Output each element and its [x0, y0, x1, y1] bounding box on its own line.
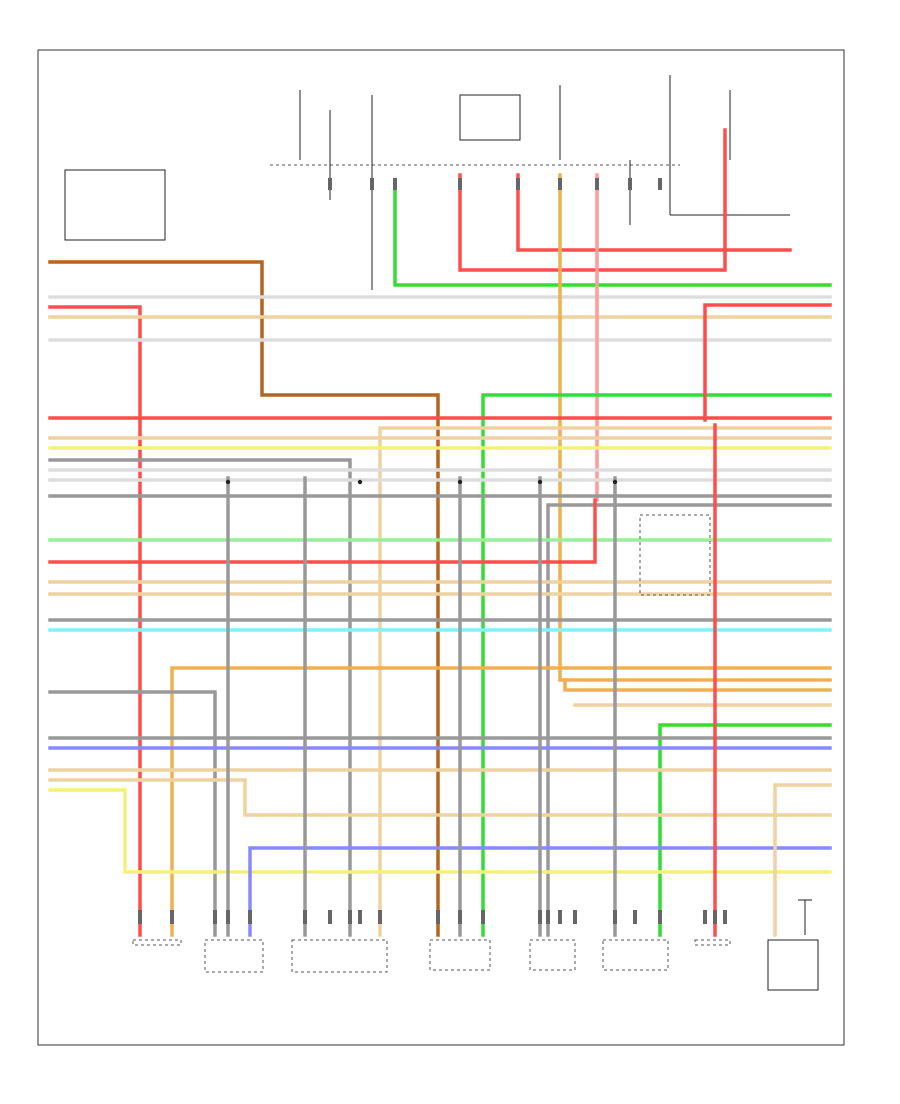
connector-pin-18	[633, 910, 637, 924]
wire-red-21	[48, 498, 597, 564]
connector-pin-2	[213, 910, 217, 924]
fuse-pin-8	[658, 178, 662, 190]
connector-pin-22	[723, 910, 727, 924]
connector-pin-20	[703, 910, 707, 924]
wire-red-7	[516, 173, 792, 252]
wire-red-2	[48, 305, 142, 937]
connector-pin-13	[538, 910, 542, 924]
wire-group	[48, 128, 832, 937]
component-box-c1	[132, 939, 182, 946]
connector-pin-15	[558, 910, 562, 924]
wire-green-31	[658, 723, 832, 937]
ecm-note-box	[639, 514, 711, 596]
wire-green-5	[393, 178, 832, 287]
splice-dot-4	[612, 479, 618, 485]
wire-orange-8	[558, 173, 832, 682]
wire-orange-28	[563, 678, 832, 692]
fuse-pin-2	[393, 178, 397, 190]
wire-red-6	[458, 128, 727, 272]
connector-pin-10	[436, 910, 440, 924]
component-box-c4	[429, 939, 491, 971]
connector-pin-5	[303, 910, 307, 924]
splice-dot-3	[537, 479, 543, 485]
connector-pin-3	[226, 910, 230, 924]
wire-blue-37	[248, 846, 832, 937]
wire-gray-19	[546, 503, 832, 937]
fuse-pin-6	[595, 178, 599, 190]
wire-tan-12	[378, 426, 832, 937]
splice-dot-1	[357, 479, 363, 485]
connector-pin-6	[328, 910, 332, 924]
connector-pin-1	[170, 910, 174, 924]
component-box-c5	[529, 939, 576, 971]
wire-yellow-36	[48, 788, 832, 874]
fuse-pin-7	[628, 178, 632, 190]
fuse-pin-1	[370, 178, 374, 190]
connector-pin-19	[658, 910, 662, 924]
wire-brown-0	[48, 260, 440, 937]
connector-pin-21	[713, 910, 717, 924]
fuse-pin-4	[516, 178, 520, 190]
component-box-c8	[767, 939, 819, 991]
wire-tan-44	[773, 783, 832, 937]
wire-gray-15	[48, 458, 352, 937]
connector-pins	[138, 178, 727, 924]
fuse-pin-0	[328, 178, 332, 190]
connector-pin-14	[546, 910, 550, 924]
splice-dot-2	[457, 479, 463, 485]
connector-pin-9	[378, 910, 382, 924]
fuse-pin-5	[558, 178, 562, 190]
wire-red-22	[703, 303, 832, 422]
diagram-border	[37, 49, 845, 1046]
bottom-components	[132, 899, 819, 991]
component-box-c6	[602, 939, 669, 971]
connector-pin-7	[348, 910, 352, 924]
connector-pin-4	[248, 910, 252, 924]
component-box-c7	[694, 939, 731, 946]
wire-tan-35	[48, 778, 832, 817]
left-top-module	[64, 169, 166, 241]
fuse-pin-3	[458, 178, 462, 190]
component-box-c2	[204, 939, 264, 973]
top-power-section	[64, 75, 790, 290]
connector-pin-8	[358, 910, 362, 924]
connector-pin-11	[458, 910, 462, 924]
relay-box	[459, 94, 521, 141]
wire-green-10	[481, 393, 832, 937]
splice-dot-0	[225, 479, 231, 485]
component-box-c3	[291, 939, 388, 973]
connector-pin-17	[613, 910, 617, 924]
connector-pin-16	[573, 910, 577, 924]
connector-pin-12	[481, 910, 485, 924]
wire-orange-27	[170, 666, 832, 937]
wire-gray-29	[48, 690, 217, 937]
connector-pin-0	[138, 910, 142, 924]
